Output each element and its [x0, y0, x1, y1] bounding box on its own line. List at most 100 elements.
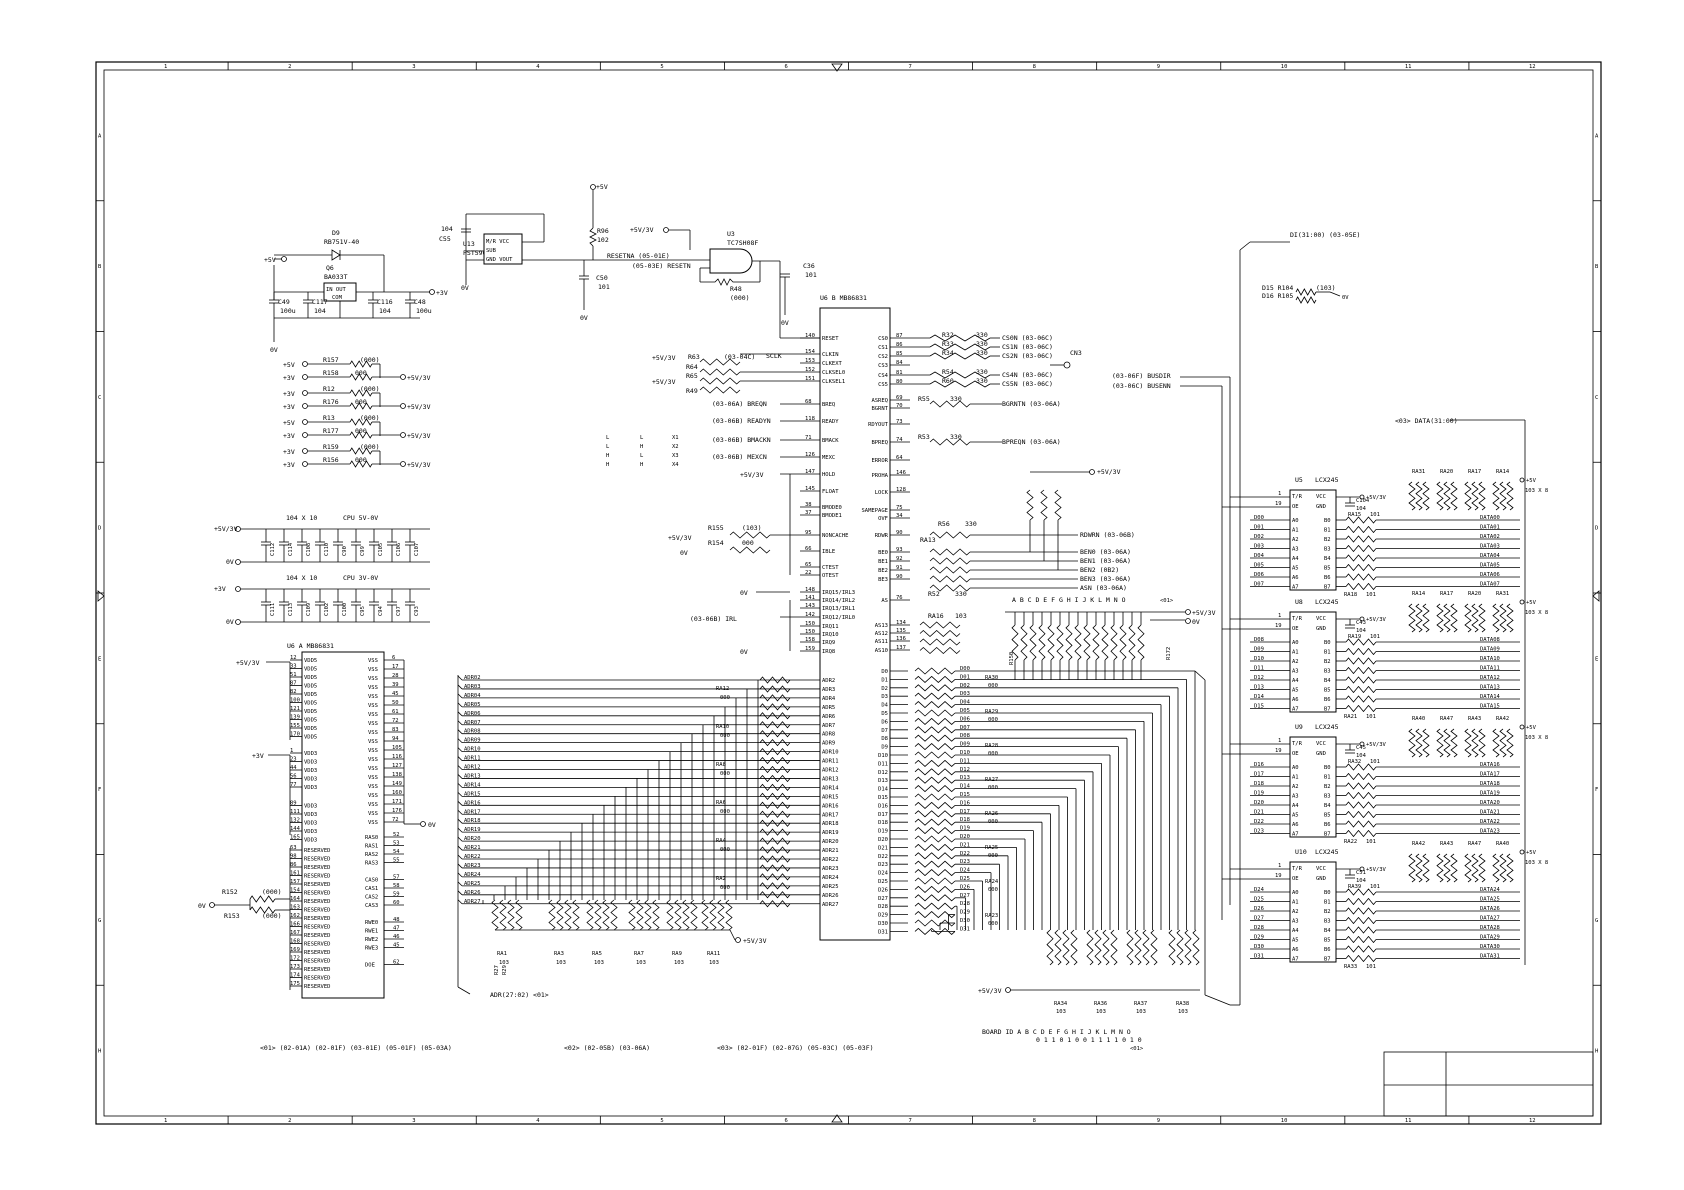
be-pullup: [1054, 489, 1062, 521]
u6b-left-pin-num: 145: [805, 486, 815, 492]
buffer-pullup: [1492, 481, 1500, 511]
strap-rb-label: R177: [323, 427, 339, 435]
data-pull-resistor: [1192, 929, 1200, 966]
u6b-data-name: D27: [878, 896, 888, 902]
bypass-gnd: 0V: [226, 618, 234, 626]
mode-col1: L: [606, 435, 610, 441]
buffer-supply-node: [1359, 741, 1365, 747]
buffer-out-label: DATA14: [1480, 694, 1501, 700]
data-pull-resistor: [1184, 929, 1192, 966]
board-id-resistor: [1128, 624, 1136, 661]
u6b-right-pin-name: AS13: [875, 623, 888, 629]
handshake-net: (03-06B) READYN: [712, 417, 771, 425]
buffer-out-label: DATA03: [1480, 544, 1500, 550]
u6a-res-num: 86: [290, 862, 297, 868]
buffer-cap-value: 104: [1356, 878, 1367, 884]
u6b-left-pin-name: IBLE: [822, 549, 835, 555]
data-series-pack: RA23: [985, 913, 998, 919]
ref-ctl: <02> (02-05B) (03-06A): [564, 1044, 650, 1052]
board-id-row: BOARD ID A B C D E F G H I J K L M N O: [982, 1028, 1131, 1036]
u6a-pin-name: VSS: [368, 712, 378, 718]
u6a-pin-name: VDD3: [304, 838, 317, 844]
data-pull-resistor: [1094, 929, 1102, 966]
buffer-series-resistor: [1345, 926, 1377, 934]
bypass-cap-label: C110: [324, 543, 330, 556]
buffer-ra-top: RA40: [1412, 716, 1425, 722]
u6a-reserved: RESERVED: [304, 916, 331, 922]
adr-wire-label: ADR21: [464, 845, 481, 851]
u6b-right-pin-name: LOCK: [875, 490, 889, 496]
buffer-pin-a: A3: [1292, 669, 1299, 675]
u6a-res-num: 164: [290, 896, 301, 902]
u6a-sig-name: RAS3: [365, 861, 378, 867]
buffer-series-resistor: [1345, 554, 1377, 562]
col-label-bottom: 8: [1033, 1118, 1036, 1124]
u6a-pin-name: VSS: [368, 820, 378, 826]
adr-bus-tap: [457, 863, 463, 869]
u6a-pin-name: VDD5: [304, 718, 317, 724]
u6a-pin-name: VSS: [368, 685, 378, 691]
buffer-ra-low: RA18: [1344, 592, 1357, 598]
board-gnd: 0V: [1192, 618, 1200, 626]
board-header: A B C D E F G H I J K L M N O: [1012, 596, 1126, 604]
bypass-cap-label: C95: [360, 606, 366, 616]
buffer-in-label: D07: [1254, 582, 1264, 588]
buffer-pullup: [1464, 481, 1472, 511]
ra13-element: [929, 548, 971, 556]
adr-series-resistor: [759, 837, 791, 845]
buffer-in-label: D10: [1254, 656, 1264, 662]
data-series-resistor: [914, 877, 956, 885]
u6a-pin-num: 105: [392, 745, 402, 751]
buffer-series-resistor: [1345, 888, 1377, 896]
u3-supply: +5V/3V: [630, 226, 654, 234]
data-wire-label: D18: [960, 817, 970, 823]
buffer-ra-note: 103 X 8: [1525, 860, 1548, 866]
u6b-addr-name: ADR25: [822, 884, 839, 890]
buffer-series-resistor: [1345, 685, 1377, 694]
buffer-pull-supply: +5V: [1526, 725, 1537, 731]
u6a-pin-name: VSS: [368, 802, 378, 808]
strap-ra-resistor: [349, 389, 373, 397]
u6b-addr-name: ADR24: [822, 875, 839, 881]
buffer-out-label: DATA07: [1480, 582, 1500, 588]
buffer-out-label: DATA15: [1480, 704, 1500, 710]
data-series-pack: RA28: [985, 743, 998, 749]
row-label-right: C: [1595, 395, 1598, 401]
strap-out-node: [400, 403, 406, 409]
buffer-pullup: [1450, 853, 1458, 883]
data-series-resistor: [914, 667, 956, 675]
buffer-ra-low: RA22: [1344, 839, 1357, 845]
c36-value: 101: [805, 271, 817, 279]
handshake-net: (03-06B) BMACKN: [712, 436, 771, 444]
r63-value: (03-04C): [724, 353, 755, 361]
buffer-pullup: [1506, 603, 1514, 633]
u6a-pin-num: 51: [290, 672, 297, 678]
u13-body: [483, 233, 523, 265]
buffer-in-label: D28: [1254, 925, 1264, 931]
bypass-cap-label: C109: [306, 603, 312, 616]
buffer-pin-a: A1: [1292, 650, 1299, 656]
r56-resistor: [929, 531, 971, 539]
busdir-net: (03-06F) BUSDIR: [1112, 372, 1171, 380]
strap-node: [302, 432, 308, 438]
u6b-right-pin-name: BPREQ: [871, 440, 888, 446]
u6b-left-pin-num: 143: [805, 603, 815, 609]
u6a-res-num: 98: [290, 854, 297, 860]
adr-wire-label: ADR26: [464, 890, 481, 896]
data-series-pack: RA24: [985, 879, 999, 885]
strap-ra-value: (000): [360, 356, 380, 364]
u6a-pin-name: VSS: [368, 775, 378, 781]
strap-rb-label: R158: [323, 369, 339, 377]
data-pull-resistor: [1142, 929, 1150, 966]
buffer-pullup: [1499, 603, 1507, 633]
u6a-res-num: 175: [290, 981, 300, 987]
strap-rb-value: 000: [355, 427, 367, 435]
u6a-sig-num: 62: [393, 960, 400, 966]
u6b-right-pin-name: CS3: [878, 363, 888, 369]
u6a-sig-num: 52: [393, 832, 400, 838]
data-wire-label: D08: [960, 733, 970, 739]
adr-series-resistor: [759, 765, 791, 774]
buffer-pullup: [1450, 481, 1458, 511]
